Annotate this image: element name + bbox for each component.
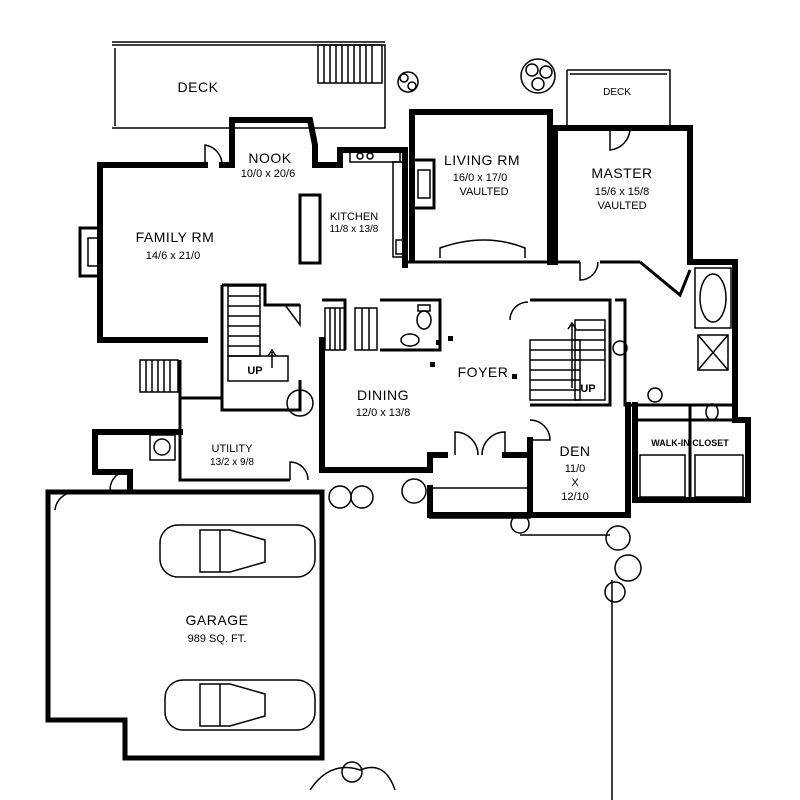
- sink-icon: [612, 340, 663, 403]
- master-note: VAULTED: [597, 200, 646, 212]
- living-bay-window: [439, 239, 526, 258]
- room-living: LIVING RM 16/0 x 17/0 VAULTED: [444, 152, 520, 198]
- kitchen-size: 11/8 x 13/8: [330, 224, 379, 235]
- tree-icon: [604, 525, 642, 603]
- dining-size: 12/0 x 13/8: [356, 407, 410, 419]
- den-size-1: 11/0: [565, 463, 586, 475]
- fireplace-icon: [410, 158, 436, 210]
- room-master: MASTER 15/6 x 15/8 VAULTED: [591, 165, 652, 212]
- stairs-icon: [139, 359, 179, 393]
- room-kitchen: KITCHEN 11/8 x 13/8: [330, 211, 379, 235]
- kitchen-island: [298, 149, 406, 265]
- living-label: LIVING RM: [444, 152, 520, 168]
- room-utility: UTILITY 13/2 x 9/8: [210, 443, 254, 468]
- family-size: 14/6 x 21/0: [146, 250, 200, 262]
- master-label: MASTER: [591, 165, 652, 181]
- interior-walls: [98, 165, 748, 500]
- porch: [429, 487, 613, 800]
- deck-stairs-icon: [317, 44, 383, 84]
- car-icon: [159, 524, 316, 578]
- stairs-up-right-label: UP: [580, 383, 595, 395]
- shower-icon: [697, 334, 729, 371]
- utility-label: UTILITY: [212, 443, 254, 455]
- room-den: DEN 11/0 X 12/10: [559, 443, 590, 503]
- deck-master: DECK: [566, 69, 671, 126]
- den-label: DEN: [559, 443, 590, 459]
- walkin-label: WALK-IN CLOSET: [651, 438, 729, 448]
- stairs-arrow-icon: [267, 348, 277, 368]
- deck-main: DECK: [112, 41, 386, 129]
- nook-size: 10/0 x 20/6: [241, 168, 295, 180]
- den-size-2: X: [571, 477, 579, 489]
- kitchen-label: KITCHEN: [330, 211, 378, 223]
- living-note: VAULTED: [459, 186, 508, 198]
- stairs-up-left-label: UP: [247, 365, 262, 377]
- car-icon: [164, 679, 316, 731]
- room-dining: DINING 12/0 x 13/8: [356, 387, 410, 419]
- stairs-icon: [227, 285, 289, 382]
- door-swing-icon: [54, 127, 631, 511]
- toilet-icon: [286, 389, 314, 417]
- master-size: 15/6 x 15/8: [595, 186, 649, 198]
- room-foyer: FOYER: [458, 364, 509, 380]
- stairs-arrow-icon: [567, 321, 577, 388]
- tree-icon: [520, 58, 556, 94]
- room-walkin: WALK-IN CLOSET: [651, 438, 729, 448]
- living-size: 16/0 x 17/0: [453, 172, 507, 184]
- column-markers: [430, 336, 517, 379]
- toilet-icon: [705, 403, 719, 421]
- nook-label: NOOK: [248, 150, 291, 166]
- tree-icon: [309, 761, 396, 791]
- room-family: FAMILY RM 14/6 x 21/0: [136, 229, 215, 262]
- room-garage: GARAGE 989 SQ. FT.: [186, 612, 249, 645]
- foyer-label: FOYER: [458, 364, 509, 380]
- washer-icon: [149, 434, 176, 461]
- family-label: FAMILY RM: [136, 229, 215, 245]
- bathtub-icon: [694, 267, 732, 329]
- room-nook: NOOK 10/0 x 20/6: [241, 150, 295, 180]
- deck-master-label: DECK: [603, 87, 631, 98]
- toilet-icon: [416, 304, 432, 330]
- sink-icon: [400, 333, 420, 347]
- den-size-3: 12/10: [561, 491, 589, 503]
- garage-label: GARAGE: [186, 612, 249, 628]
- deck-main-label: DECK: [178, 79, 219, 95]
- fireplace-icon: [78, 226, 102, 278]
- tree-icon: [397, 71, 419, 93]
- tree-icon: [328, 478, 427, 509]
- utility-size: 13/2 x 9/8: [210, 457, 254, 468]
- dining-label: DINING: [357, 387, 409, 403]
- stairs-icon: [324, 307, 378, 351]
- closet-shelves: [639, 454, 744, 498]
- garage-size: 989 SQ. FT.: [188, 633, 247, 645]
